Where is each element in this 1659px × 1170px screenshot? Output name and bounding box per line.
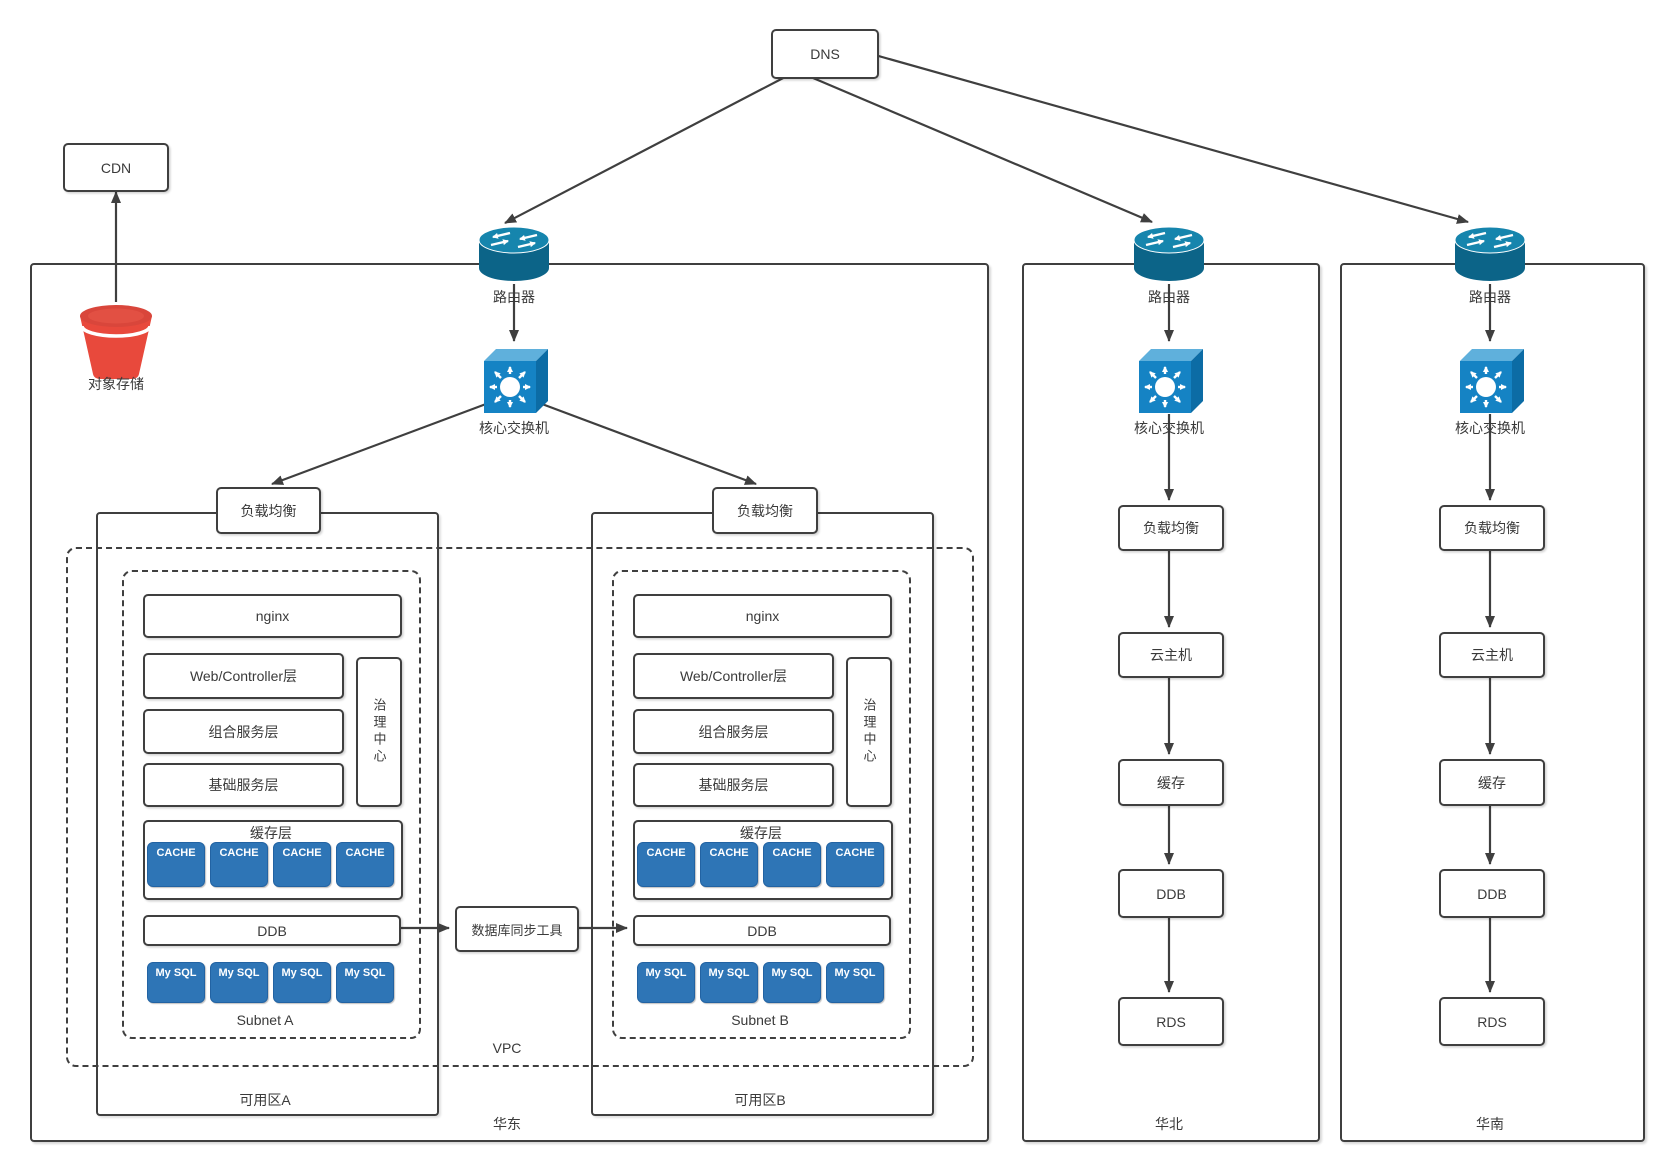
- cache-layer-label-subnet-b: 缓存层: [740, 825, 782, 841]
- web-controller-node-subnet-b: Web/Controller层: [633, 653, 834, 699]
- cache-node: CACHE: [826, 842, 884, 887]
- region-east-label: 华东: [493, 1116, 521, 1132]
- load-balance-node-zone-b: 负载均衡: [712, 487, 818, 534]
- mysql-node: My SQL: [700, 962, 758, 1003]
- core-switch-icon-east: [482, 345, 548, 415]
- router-icon-north: [1133, 226, 1205, 284]
- cache-node: CACHE: [273, 842, 331, 887]
- router-label-north: 路由器: [1148, 289, 1190, 305]
- mysql-node: My SQL: [336, 962, 394, 1003]
- object-storage-label: 对象存储: [88, 376, 144, 392]
- nginx-node-subnet-b: nginx: [633, 594, 892, 638]
- governance-center-node-subnet-b: 治理中心: [846, 657, 892, 807]
- rds-node-south: RDS: [1439, 997, 1545, 1046]
- cache-node: CACHE: [147, 842, 205, 887]
- nginx-node-subnet-a: nginx: [143, 594, 402, 638]
- load-balance-node-north: 负载均衡: [1118, 505, 1224, 551]
- cache-node: CACHE: [637, 842, 695, 887]
- subnet-a-boundary: [122, 570, 421, 1039]
- cache-node: CACHE: [700, 842, 758, 887]
- compose-service-node-subnet-b: 组合服务层: [633, 709, 834, 754]
- cdn-node: CDN: [63, 143, 169, 192]
- mysql-node: My SQL: [637, 962, 695, 1003]
- db-sync-tool-node: 数据库同步工具: [455, 906, 579, 952]
- mysql-node: My SQL: [763, 962, 821, 1003]
- router-icon-south: [1454, 226, 1526, 284]
- vpc-label: VPC: [492, 1040, 522, 1056]
- compose-service-node-subnet-a: 组合服务层: [143, 709, 344, 754]
- region-south-label: 华南: [1476, 1116, 1504, 1132]
- ddb-node-north: DDB: [1118, 869, 1224, 918]
- mysql-node: My SQL: [210, 962, 268, 1003]
- router-label-south: 路由器: [1469, 289, 1511, 305]
- cloud-host-node-south: 云主机: [1439, 632, 1545, 678]
- cache-node-north: 缓存: [1118, 759, 1224, 806]
- core-switch-label-east: 核心交换机: [479, 420, 549, 436]
- ddb-node-subnet-b: DDB: [633, 915, 891, 946]
- mysql-node: My SQL: [826, 962, 884, 1003]
- core-switch-label-south: 核心交换机: [1455, 420, 1525, 436]
- core-switch-icon-north: [1137, 345, 1203, 415]
- object-storage-bucket-icon: [79, 304, 153, 382]
- core-switch-icon-south: [1458, 345, 1524, 415]
- rds-node-north: RDS: [1118, 997, 1224, 1046]
- dns-node: DNS: [771, 29, 879, 79]
- ddb-node-south: DDB: [1439, 869, 1545, 918]
- web-controller-node-subnet-a: Web/Controller层: [143, 653, 344, 699]
- zone-a-label: 可用区A: [239, 1092, 291, 1108]
- cache-layer-label-subnet-a: 缓存层: [250, 825, 292, 841]
- cache-node: CACHE: [763, 842, 821, 887]
- governance-center-node-subnet-a: 治理中心: [356, 657, 402, 807]
- vpc-boundary: [66, 547, 974, 1067]
- load-balance-node-zone-a: 负载均衡: [216, 487, 321, 534]
- ddb-node-subnet-a: DDB: [143, 915, 401, 946]
- subnet-b-boundary: [612, 570, 911, 1039]
- subnet-b-label: Subnet B: [731, 1012, 789, 1028]
- zone-b-label: 可用区B: [734, 1092, 786, 1108]
- cache-node: CACHE: [210, 842, 268, 887]
- base-service-node-subnet-b: 基础服务层: [633, 763, 834, 807]
- region-north-label: 华北: [1155, 1116, 1183, 1132]
- cache-node-south: 缓存: [1439, 759, 1545, 806]
- load-balance-node-south: 负载均衡: [1439, 505, 1545, 551]
- cache-node: CACHE: [336, 842, 394, 887]
- mysql-node: My SQL: [273, 962, 331, 1003]
- mysql-node: My SQL: [147, 962, 205, 1003]
- base-service-node-subnet-a: 基础服务层: [143, 763, 344, 807]
- router-label-east: 路由器: [493, 289, 535, 305]
- core-switch-label-north: 核心交换机: [1134, 420, 1204, 436]
- subnet-a-label: Subnet A: [236, 1012, 294, 1028]
- router-icon-east: [478, 226, 550, 284]
- cloud-host-node-north: 云主机: [1118, 632, 1224, 678]
